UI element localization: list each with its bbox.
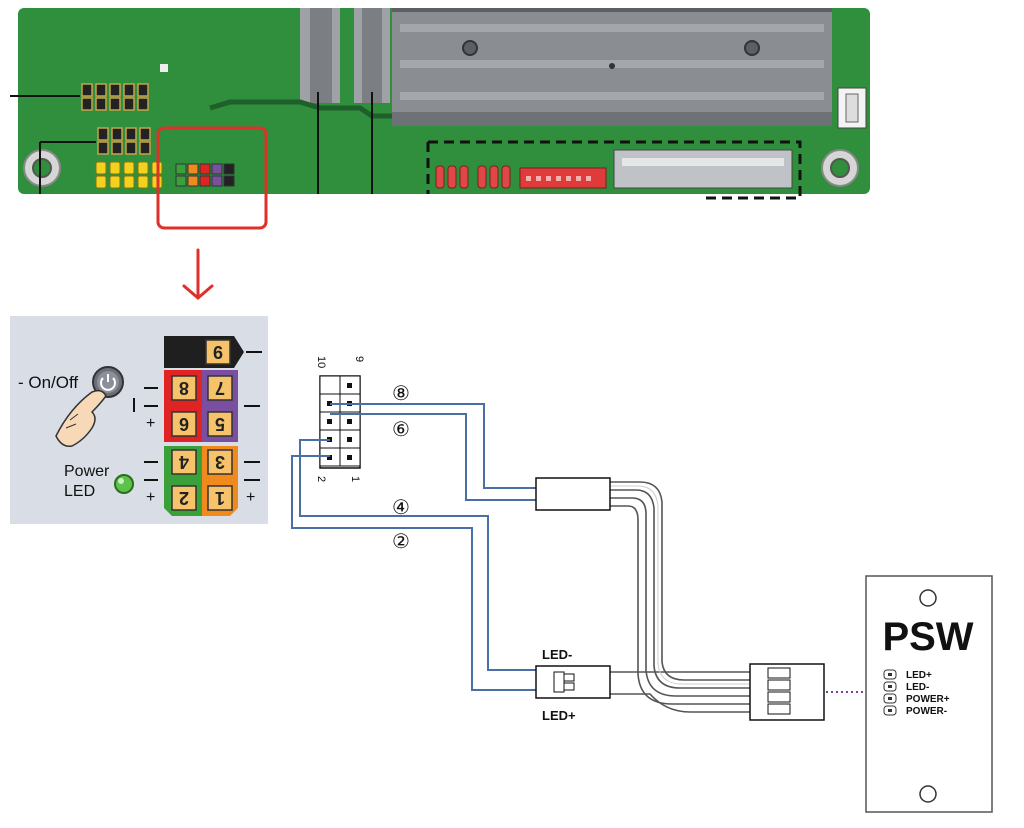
header-num-1: 1	[349, 476, 361, 482]
down-arrow-icon	[182, 248, 214, 300]
led-minus-label: LED-	[542, 647, 572, 662]
pin-label-5: 5	[215, 414, 225, 434]
screw-icon	[462, 40, 478, 56]
pin-header-red	[435, 165, 511, 189]
led-plus-label: LED+	[542, 708, 576, 723]
plus-sign-6: +	[146, 415, 155, 432]
wires	[291, 403, 536, 691]
pin-header-black	[81, 83, 151, 155]
power-led-label-line1: Power	[64, 463, 110, 480]
wire-6	[330, 413, 536, 501]
circled-label-6: ⑥	[392, 417, 410, 441]
psw-title: PSW	[882, 615, 973, 659]
on-off-label: - On/Off	[18, 373, 78, 392]
pin-9	[164, 336, 244, 368]
header-num-10: 10	[315, 356, 327, 368]
pin-label-6: 6	[179, 414, 189, 434]
pin-strip-red	[519, 167, 607, 189]
psw-pin-led-minus: LED-	[906, 682, 929, 693]
wire-8	[330, 403, 536, 489]
header-pin-diagram: 10 9 2 1	[315, 356, 365, 482]
power-led-label-line2: LED	[64, 483, 95, 500]
panel-hole-icon	[919, 589, 937, 607]
wire-2	[291, 455, 536, 691]
pwr-sw-connector	[535, 477, 611, 511]
psw-pin-power-minus: POWER-	[906, 706, 947, 717]
led-connector	[535, 665, 611, 699]
pin-label-7: 7	[215, 378, 225, 398]
wire-4	[299, 439, 536, 671]
pin-label-3: 3	[215, 452, 225, 472]
plus-sign-2: +	[146, 489, 155, 506]
led-icon	[114, 474, 134, 494]
flat-connector	[613, 149, 793, 189]
circled-label-2: ②	[392, 529, 410, 553]
motherboard	[10, 8, 870, 200]
circled-label-4: ④	[392, 495, 410, 519]
psw-pin-led-plus: LED+	[906, 670, 932, 681]
front-panel-header-small	[175, 163, 235, 187]
pin-label-2: 2	[179, 488, 189, 508]
screw-icon	[744, 40, 760, 56]
pin-label-4: 4	[179, 452, 189, 472]
panel-hole-icon	[919, 785, 937, 803]
pin-label-1: 1	[215, 488, 225, 508]
plus-sign-1: +	[246, 489, 255, 506]
header-num-2: 2	[315, 476, 327, 482]
pin-label-9: 9	[213, 342, 223, 362]
psw-plug	[749, 663, 825, 721]
header-num-9: 9	[353, 356, 365, 362]
highlight-box	[156, 126, 268, 230]
psw-panel: PSW LED+ LED- POWER+ POWER-	[865, 575, 993, 813]
psw-pin-power-plus: POWER+	[906, 694, 950, 705]
pin-label-8: 8	[179, 378, 189, 398]
cable-bundle	[610, 481, 750, 713]
dashed-outline	[428, 140, 802, 200]
pin-legend-panel: 9 8 7 6 5 4 3 2 1 + + + - On/O	[10, 316, 268, 524]
finger-icon	[55, 389, 107, 448]
circled-label-8: ⑧	[392, 381, 410, 405]
